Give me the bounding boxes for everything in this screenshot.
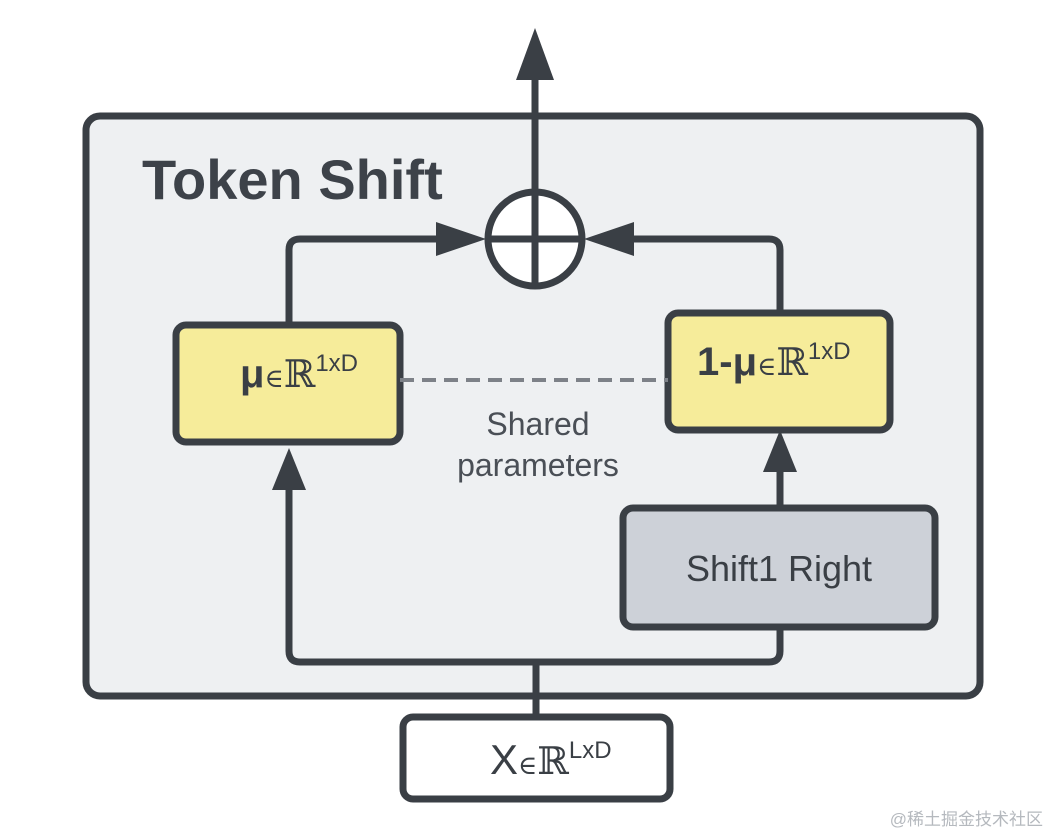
one-minus-mu-set-symbol: ℝ (776, 340, 808, 384)
shared-note-line1: Shared (486, 406, 590, 442)
mu-set-symbol: ℝ (283, 352, 316, 396)
one-minus-prefix: 1- (697, 340, 733, 384)
watermark: @稀土掘金技术社区 (889, 810, 1043, 829)
mu-symbol: μ (240, 352, 265, 396)
mu-label: μ∈ℝ1xD (240, 350, 359, 397)
one-minus-mu-symbol: μ (732, 340, 758, 384)
mu-to-sum-arrowhead (436, 222, 486, 256)
input-member-symbol: ∈ (518, 751, 538, 781)
shared-note-line2: parameters (457, 447, 619, 483)
mu-input-arrowhead (272, 448, 306, 490)
shift-label: Shift1 Right (685, 548, 873, 589)
shared-parameters-note: Shared parameters (438, 404, 638, 486)
input-label: X∈ℝLxD (490, 736, 612, 784)
left-branch-line (285, 478, 536, 666)
output-arrowhead (516, 28, 554, 80)
one-minus-mu-to-sum-line (620, 235, 784, 313)
mu-dimension: 1xD (315, 350, 359, 377)
one-minus-mu-member-symbol: ∈ (757, 352, 777, 382)
one-minus-mu-label: 1-μ∈ℝ1xD (697, 338, 851, 385)
diagram-title: Token Shift (142, 148, 443, 211)
one-minus-mu-dimension: 1xD (807, 338, 851, 365)
input-dimension: LxD (568, 737, 612, 764)
input-set-symbol: ℝ (537, 739, 569, 783)
right-branch-line (536, 627, 784, 666)
input-symbol: X (490, 736, 519, 783)
mu-to-sum-line (285, 235, 450, 325)
one-minus-mu-to-sum-arrowhead (584, 222, 634, 256)
mu-member-symbol: ∈ (264, 364, 284, 394)
one-minus-mu-input-arrowhead (763, 430, 797, 472)
